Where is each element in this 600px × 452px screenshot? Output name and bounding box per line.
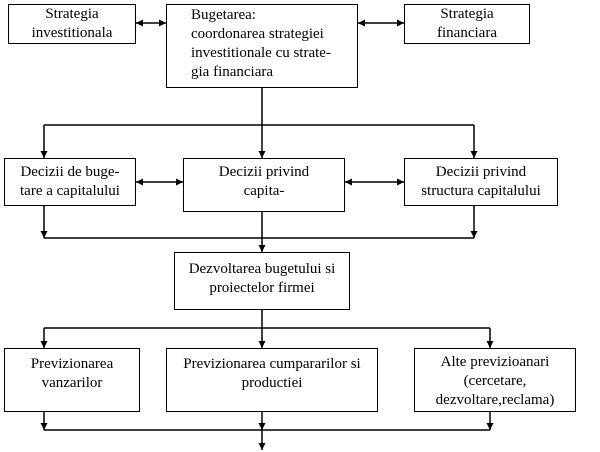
box-line: proiectelor firmei [209,280,315,296]
box-line: Bugetarea: [191,7,256,23]
box-decizii-structura: Decizii privind structura capitalului [404,158,558,206]
box-bugetarea: Bugetarea: coordonarea strategiei invest… [166,4,358,88]
box-line: Decizii de buge- [20,164,120,180]
box-line: structura capitalului [421,183,541,199]
box-decizii-capita: Decizii privind capita- [183,158,345,212]
box-strategia-investitionala: Strategia investitionala [8,4,136,44]
box-line: (cercetare, [463,373,527,389]
box-line: Strategia [45,6,99,22]
box-line: Decizii privind [435,164,527,180]
box-dezvoltarea-bugetului: Dezvoltarea bugetului si proiectelor fir… [174,252,350,310]
box-strategia-financiara: Strategia financiara [404,4,530,44]
box-decizii-bugetare: Decizii de buge- tare a capitalului [4,158,136,206]
box-line: investitionala [31,25,113,41]
box-line: vanzarilor [41,375,103,391]
box-line: tare a capitalului [20,183,120,199]
box-line: Previzionarea cumpararilor si [183,356,361,372]
box-line: Strategia [440,6,494,22]
box-line: capita- [243,183,285,199]
box-previzionarea-cumpararilor: Previzionarea cumpararilor si productiei [166,348,378,412]
box-alte-previzionari: Alte previzioanari (cercetare, dezvoltar… [414,348,576,412]
box-line: investitionale cu strate- [191,45,331,61]
box-line: Previzionarea [30,356,114,372]
box-line: financiara [437,25,497,41]
box-line: productiei [241,375,303,391]
box-line: dezvoltare,reclama) [435,392,555,408]
box-line: Alte previzioanari [440,354,550,370]
box-previzionarea-vanzarilor: Previzionarea vanzarilor [4,348,140,412]
box-line: gia financiara [191,64,274,80]
box-line: Decizii privind [218,164,310,180]
box-line: coordonarea strategiei [191,26,324,42]
box-line: Dezvoltarea bugetului si [188,261,336,277]
